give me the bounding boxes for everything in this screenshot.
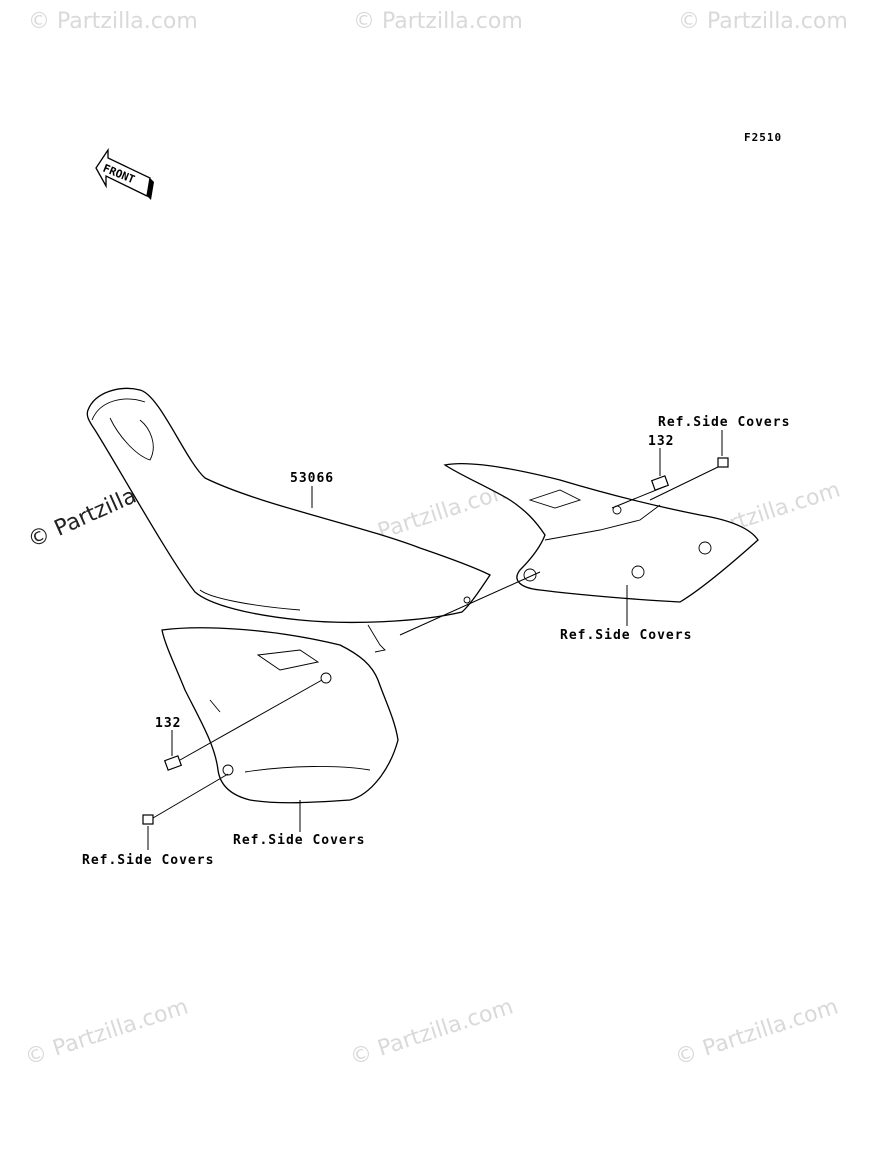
front-arrow-icon: FRONT — [95, 147, 154, 200]
part-number-bolt-right: 132 — [648, 434, 674, 449]
watermark: © Partzilla.com — [353, 9, 523, 34]
seat-part — [86, 387, 491, 653]
nut-icon — [142, 814, 154, 825]
watermark: © Partzilla.com — [678, 9, 848, 34]
ref-side-covers-left-bottom: Ref.Side Covers — [82, 853, 214, 868]
bolt-icon — [163, 755, 183, 771]
figure-code: F2510 — [744, 131, 782, 144]
ref-side-covers-right-top: Ref.Side Covers — [658, 415, 790, 430]
watermark: © Partzilla.com — [347, 994, 516, 1070]
part-number-seat: 53066 — [290, 471, 334, 486]
watermark: © Partzilla.com — [22, 994, 191, 1070]
watermark: © Partzilla.com — [28, 9, 198, 34]
ref-side-covers-right-bottom: Ref.Side Covers — [560, 628, 692, 643]
part-number-bolt-left: 132 — [155, 716, 181, 731]
left-side-cover-part — [161, 627, 399, 804]
ref-side-covers-left-middle: Ref.Side Covers — [233, 833, 365, 848]
right-side-cover-part — [443, 463, 759, 603]
watermark: © Partzilla.com — [672, 994, 841, 1070]
nut-icon — [717, 457, 729, 468]
